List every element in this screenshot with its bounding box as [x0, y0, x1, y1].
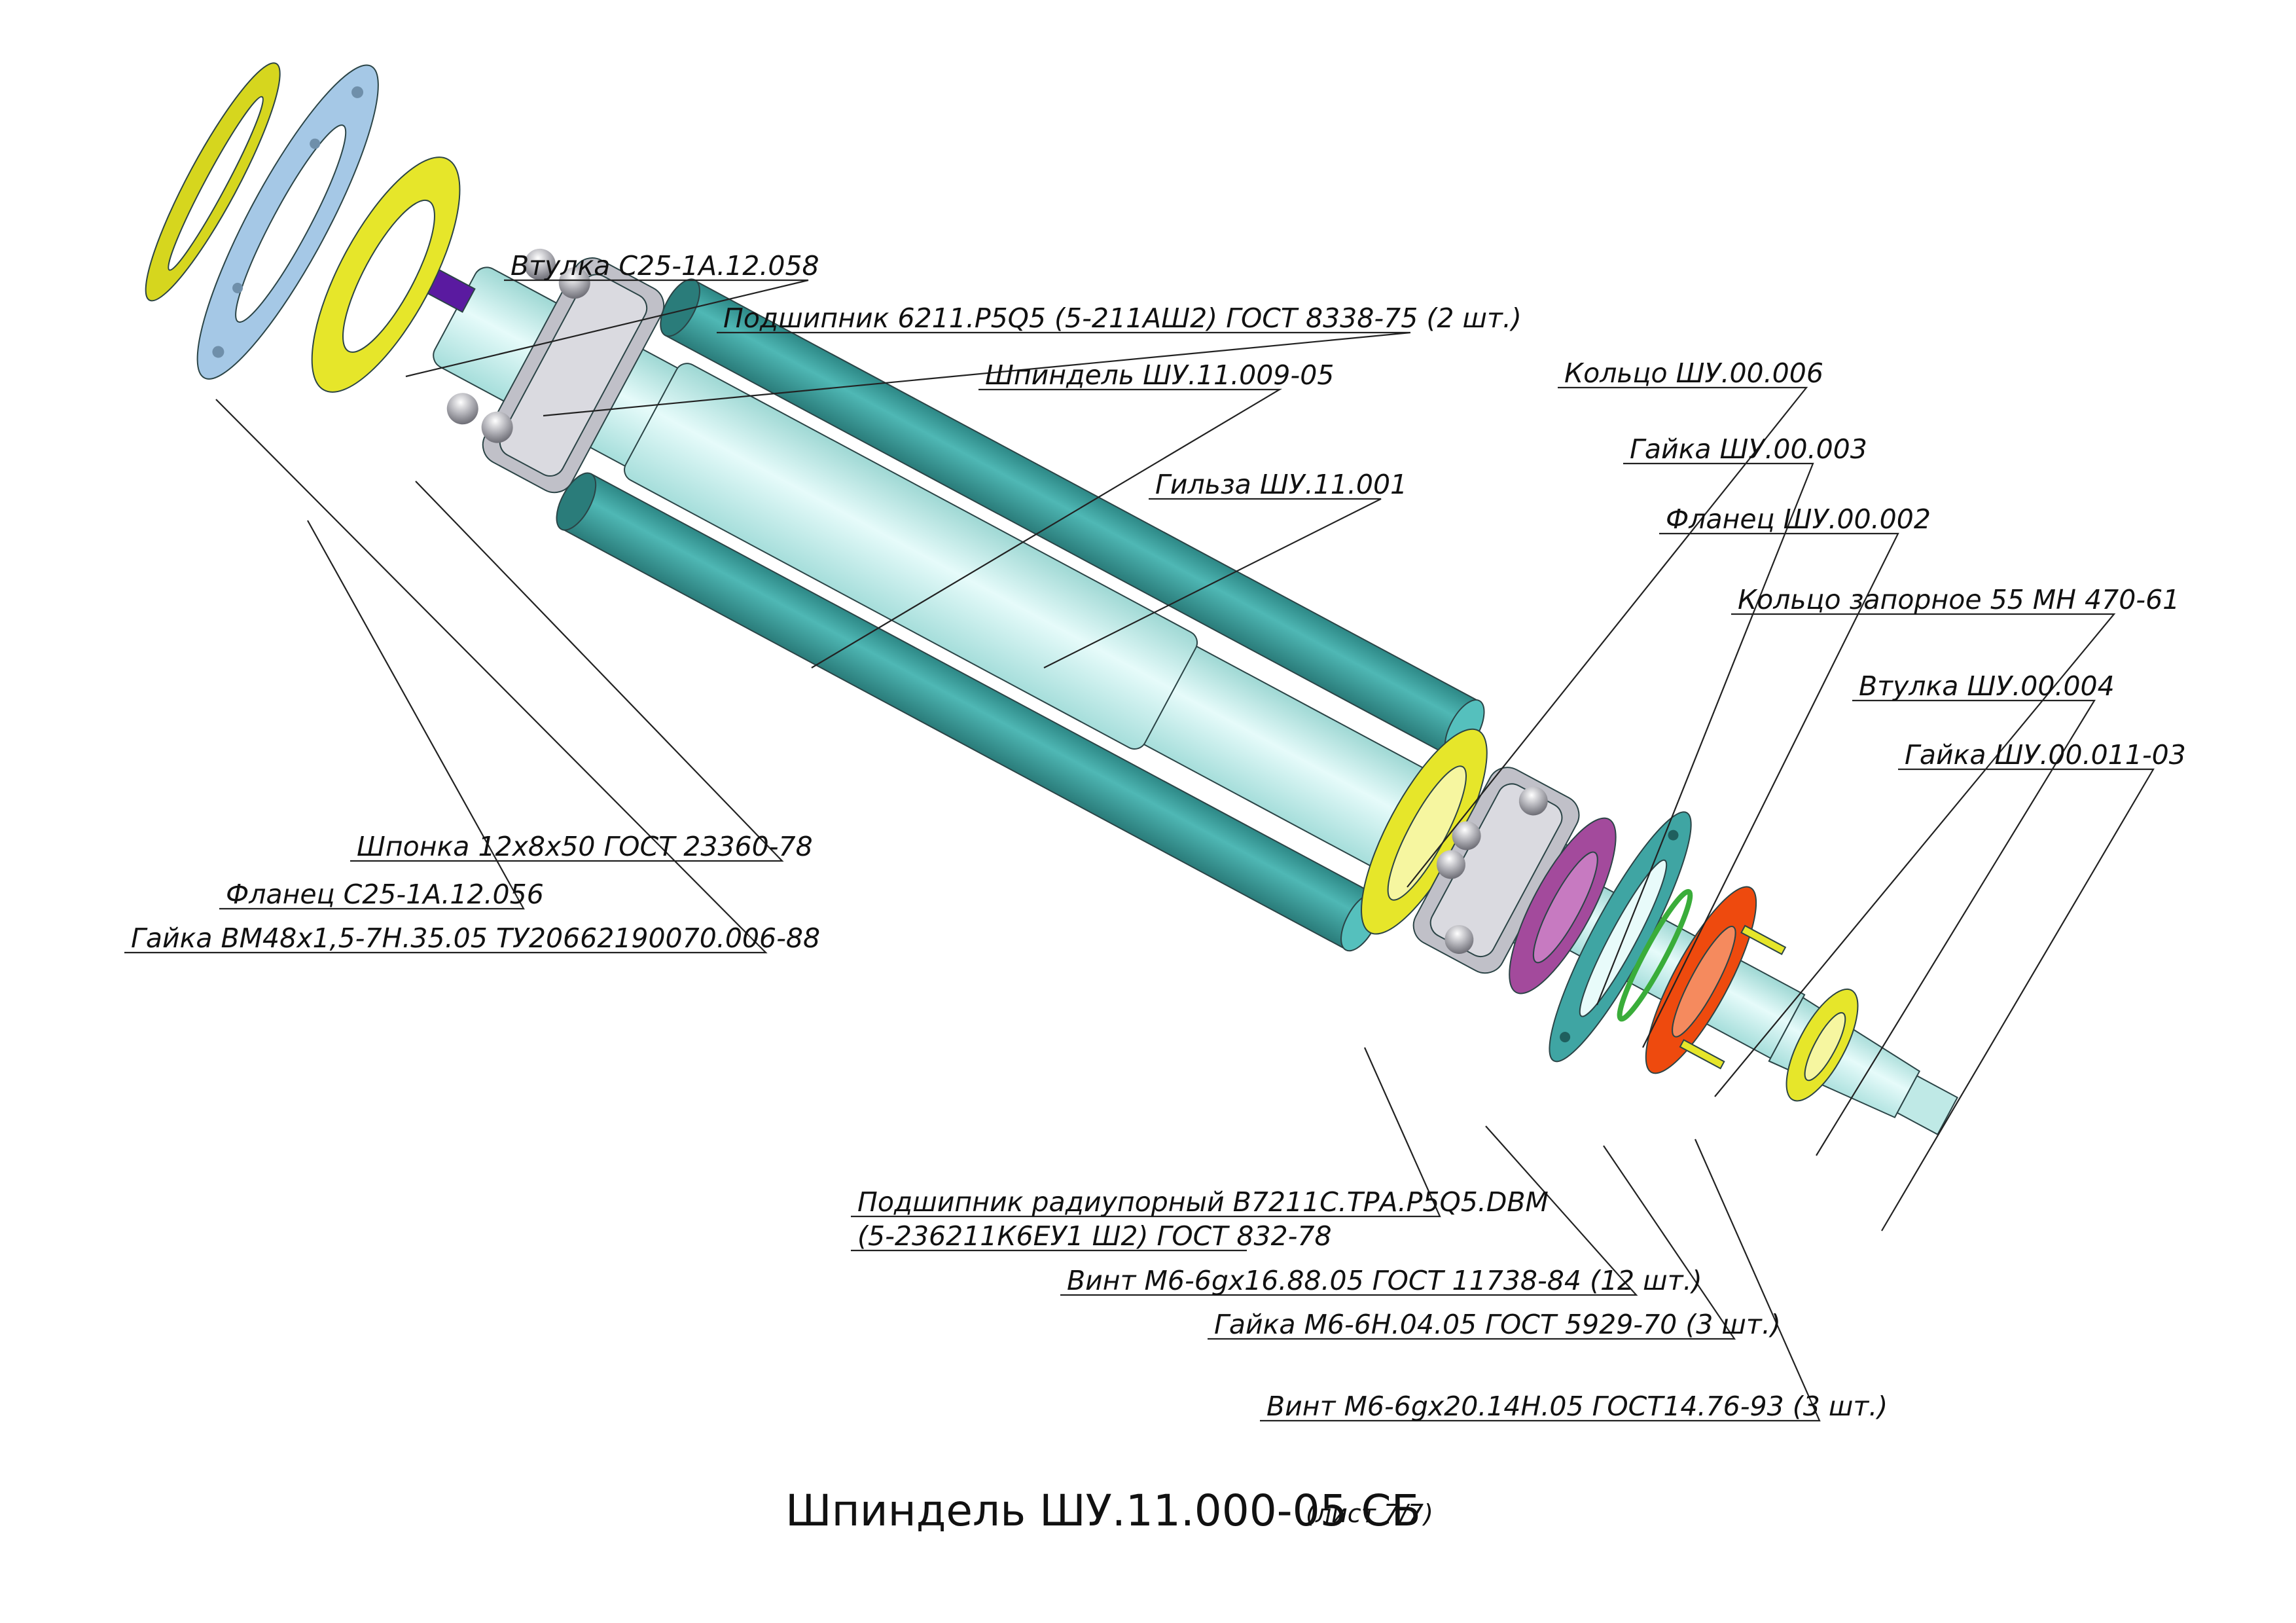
green-retaining-ring	[1617, 888, 1693, 1022]
label-gilza: Гильза ШУ.11.001	[1155, 469, 1407, 500]
label-flanets-s25: Фланец С25-1А.12.056	[226, 879, 544, 910]
label-shpindel-part: Шпиндель ШУ.11.009-05	[985, 359, 1334, 391]
magenta-nut	[1509, 817, 1617, 994]
label-vint-m6-16: Винт М6-6gх16.88.05 ГОСТ 11738-84 (12 шт…	[1067, 1265, 1702, 1296]
label-flanets-002: Фланец ШУ.00.002	[1666, 503, 1931, 535]
leader-lines	[124, 279, 2155, 1422]
right-small-nut	[1785, 988, 1859, 1102]
label-shponka: Шпонка 12х8х50 ГОСТ 23360-78	[357, 831, 813, 862]
orange-bushing	[1645, 886, 1787, 1074]
label-koltso-006: Кольцо ШУ.00.006	[1564, 357, 1823, 389]
exploded-spindle-view	[145, 62, 1959, 1136]
right-bearing-pair	[1412, 767, 1580, 974]
label-vtulka-004: Втулка ШУ.00.004	[1859, 670, 2115, 702]
label-gayka-003: Гайка ШУ.00.003	[1630, 433, 1867, 465]
drawing-title: Шпиндель ШУ.11.000-05 СБ (лист 7/7)	[785, 1486, 1433, 1536]
label-gayka-m6: Гайка М6-6Н.04.05 ГОСТ 5929-70 (3 шт.)	[1214, 1309, 1781, 1340]
label-koltso-zapornoe: Кольцо запорное 55 МН 470-61	[1738, 584, 2179, 615]
label-podshipnik-radial-2: (5-236211К6ЕУ1 Ш2) ГОСТ 832-78	[857, 1220, 1332, 1252]
left-blue-flange	[196, 64, 379, 380]
shaft-step	[624, 363, 1198, 750]
title-main: Шпиндель ШУ.11.000-05 СБ	[785, 1486, 1421, 1536]
label-gayka-vm48: Гайка ВМ48х1,5-7Н.35.05 ТУ20662190070.00…	[131, 922, 820, 954]
label-gayka-011: Гайка ШУ.00.011-03	[1905, 739, 2186, 771]
left-nut-vm48	[145, 62, 281, 302]
left-balls	[446, 248, 590, 443]
left-bearing-pair	[482, 257, 665, 494]
label-vtulka-s25: Втулка С25-1А.12.058	[511, 250, 819, 282]
label-podshipnik-6211: Подшипник 6211.Р5Q5 (5-211АШ2) ГОСТ 8338…	[723, 302, 1522, 334]
title-sheet: (лист 7/7)	[1306, 1499, 1433, 1528]
label-vint-m6-20: Винт М6-6gх20.14Н.05 ГОСТ14.76-93 (3 шт.…	[1266, 1391, 1888, 1422]
label-podshipnik-radial-1: Подшипник радиупорный В7211С.ТРА.Р5Q5.DB…	[857, 1186, 1549, 1218]
left-yellow-bushing	[311, 156, 461, 393]
callouts: Втулка С25-1А.12.058 Подшипник 6211.Р5Q5…	[131, 250, 2186, 1422]
